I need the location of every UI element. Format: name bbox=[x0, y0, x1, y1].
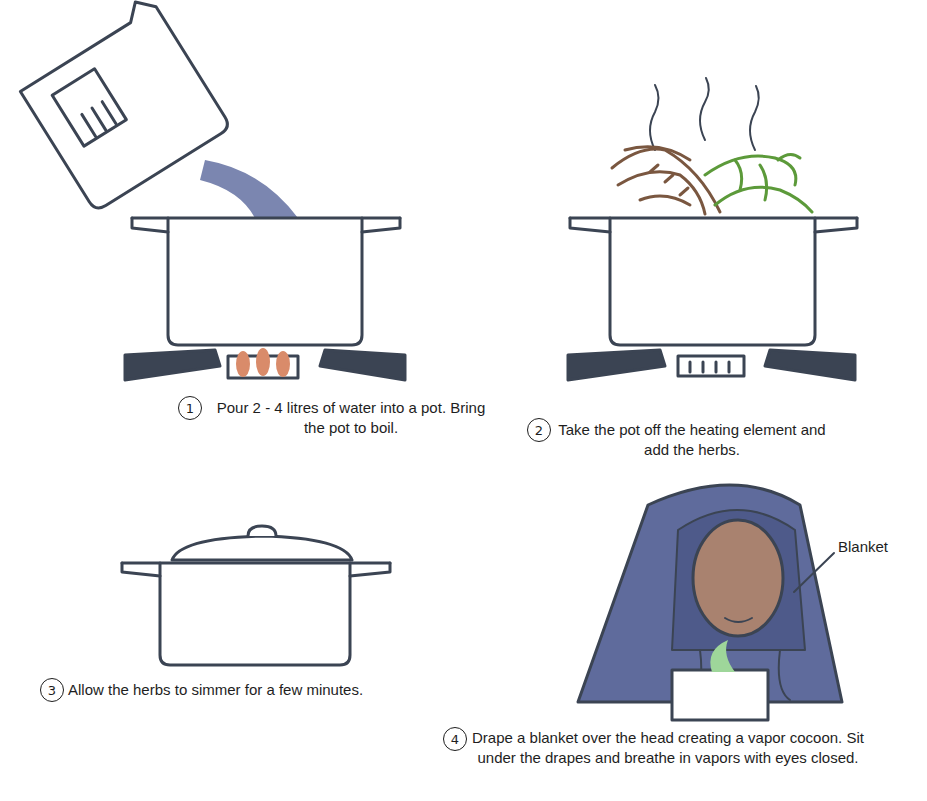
leader-line bbox=[794, 553, 834, 592]
callout-circle: 3 bbox=[40, 678, 64, 702]
step-caption: Drape a blanket over the head creating a… bbox=[468, 728, 868, 768]
jug bbox=[12, 0, 231, 212]
person-under-blanket bbox=[578, 485, 842, 720]
herbs-brown bbox=[612, 147, 720, 214]
callout-number: 1 bbox=[186, 401, 194, 416]
callout-circle: 2 bbox=[527, 418, 551, 442]
callout-circle: 4 bbox=[443, 727, 467, 751]
covered-pot bbox=[122, 526, 390, 665]
step-caption: Allow the herbs to simmer for a few minu… bbox=[68, 680, 468, 700]
water-stream bbox=[200, 160, 298, 218]
callout-number: 3 bbox=[48, 683, 56, 698]
herbs-green bbox=[705, 154, 812, 212]
stove bbox=[568, 350, 855, 380]
step-caption: Take the pot off the heating element and… bbox=[556, 420, 828, 460]
callout-circle: 1 bbox=[178, 396, 202, 420]
callout-number: 2 bbox=[535, 423, 543, 438]
step-caption: Pour 2 - 4 litres of water into a pot. B… bbox=[206, 398, 496, 438]
stove bbox=[125, 348, 405, 380]
cooking-pot bbox=[570, 218, 857, 345]
cooking-pot bbox=[132, 218, 400, 345]
callout-number: 4 bbox=[451, 732, 459, 747]
part-label: Blanket bbox=[838, 537, 922, 557]
steam bbox=[650, 78, 759, 150]
